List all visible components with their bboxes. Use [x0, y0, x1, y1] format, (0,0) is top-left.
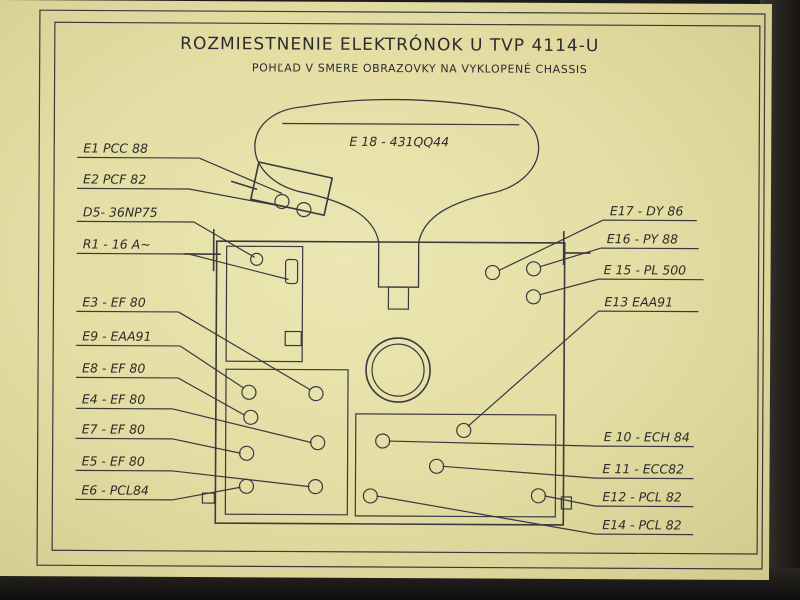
leader-e17 — [498, 219, 604, 272]
left-leader-lines — [75, 156, 312, 501]
tube-socket-e16 — [525, 261, 542, 277]
underline-r1 — [76, 252, 189, 255]
crt-tube — [254, 98, 540, 288]
page-subtitle: POHĽAD V SMERE OBRAZOVKY NA VYKLOPENÉ CH… — [252, 61, 588, 76]
right-foot — [560, 496, 573, 510]
tube-socket-e13 — [456, 422, 472, 439]
leader-e4 — [172, 408, 312, 444]
label-e6: E6 - PCL84 — [81, 482, 149, 497]
tube-socket-e6 — [238, 478, 255, 494]
speaker-outer — [365, 337, 431, 403]
leader-e15 — [539, 278, 599, 296]
right-label-group: E17 - DY 86 E16 - PY 88 E 15 - PL 500 E1… — [602, 203, 690, 532]
underline-e15 — [598, 278, 704, 281]
tube-socket-e9 — [241, 384, 257, 400]
tube-socket-e4 — [310, 435, 326, 451]
underline-e6 — [75, 498, 173, 501]
leader-e8 — [177, 377, 246, 416]
sub-panel-lower-left — [224, 368, 349, 516]
right-leader-lines — [376, 219, 704, 536]
inner-border — [51, 21, 761, 555]
label-e12: E12 - PCL 82 — [602, 489, 681, 504]
label-e1: E1 PCC 88 — [83, 140, 148, 155]
leader-r1 — [188, 253, 289, 281]
crt-face-line — [282, 122, 520, 126]
tube-socket-e14 — [362, 488, 379, 504]
outer-border — [36, 9, 766, 570]
tube-socket-e7 — [239, 445, 255, 461]
underline-e5 — [75, 469, 173, 472]
underline-e2 — [77, 187, 190, 190]
fuse-holder — [284, 258, 299, 285]
paper-sheet: ROZMIESTNENIE ELEKTRÓNOK U TVP 4114-U PO… — [0, 0, 772, 581]
underline-d5 — [76, 220, 194, 223]
label-e9: E9 - EAA91 — [82, 328, 151, 343]
label-e11: E 11 - ECC82 — [603, 461, 685, 476]
label-e14: E14 - PCL 82 — [602, 517, 681, 532]
leader-e11 — [442, 465, 596, 479]
sub-panel-lower-right — [354, 413, 557, 518]
label-r1: R1 - 16 A~ — [83, 236, 151, 251]
tube-socket-e10 — [375, 433, 391, 449]
label-e15: E 15 - PL 500 — [604, 262, 687, 277]
leader-e6 — [172, 486, 241, 501]
label-e5: E5 - EF 80 — [82, 453, 145, 468]
crt-neck-socket — [387, 286, 410, 310]
tube-socket-e3 — [308, 386, 324, 402]
leader-e9 — [179, 345, 245, 389]
small-component — [284, 330, 302, 347]
tube-socket-e5 — [307, 479, 324, 495]
underline-e4 — [75, 407, 173, 410]
sub-panel-upper-left — [225, 245, 304, 363]
underline-e16 — [600, 247, 699, 250]
leader-e14 — [376, 495, 596, 535]
leader-e3 — [178, 311, 311, 391]
label-e3: E3 - EF 80 — [82, 294, 145, 309]
underline-e7 — [75, 437, 173, 440]
leader-e10 — [388, 440, 596, 447]
label-e2: E2 PCF 82 — [83, 171, 146, 186]
label-e4: E4 - EF 80 — [82, 391, 145, 406]
underline-e13 — [598, 310, 699, 313]
tube-sockets — [238, 252, 547, 504]
leader-d5 — [193, 221, 255, 258]
left-label-group: E1 PCC 88 E2 PCF 82 D5- 36NP75 R1 - 16 A… — [81, 140, 158, 497]
underline-e11 — [595, 477, 694, 480]
underline-e10 — [595, 445, 694, 448]
tube-socket-e11 — [428, 458, 445, 474]
speaker-inner — [371, 343, 425, 397]
label-e8: E8 - EF 80 — [82, 360, 145, 375]
chassis-frame — [214, 240, 566, 526]
underline-e12 — [595, 505, 694, 508]
leader-e5 — [172, 470, 310, 488]
underline-e9 — [76, 344, 181, 347]
leader-e1 — [198, 157, 283, 195]
underline-e1 — [77, 156, 200, 159]
tube-socket-e15 — [525, 289, 542, 305]
leader-e16 — [539, 247, 601, 268]
underline-e8 — [76, 376, 179, 379]
crt-label: E 18 - 431QQ44 — [349, 134, 449, 150]
label-e16: E16 - PY 88 — [607, 231, 678, 246]
label-e7: E7 - EF 80 — [82, 421, 145, 436]
label-e17: E17 - DY 86 — [610, 203, 684, 218]
label-d5: D5- 36NP75 — [83, 204, 158, 219]
tube-socket-d5 — [250, 252, 264, 266]
tube-e1 — [274, 193, 290, 210]
leader-e12 — [544, 495, 596, 507]
tuner-shaft — [230, 180, 258, 191]
leader-e7 — [172, 438, 241, 454]
tube-socket-e12 — [530, 488, 547, 504]
tube-socket-e17 — [484, 264, 501, 281]
underline-e14 — [595, 533, 694, 536]
underline-e3 — [76, 310, 179, 313]
schematic-drawing: ROZMIESTNENIE ELEKTRÓNOK U TVP 4114-U PO… — [36, 9, 766, 570]
tube-socket-e8 — [243, 409, 259, 425]
label-e13: E13 EAA91 — [604, 294, 673, 309]
leader-e13 — [467, 310, 599, 427]
leader-e2 — [188, 188, 300, 211]
page-title: ROZMIESTNENIE ELEKTRÓNOK U TVP 4114-U — [180, 32, 599, 56]
label-e10: E 10 - ECH 84 — [604, 429, 690, 444]
